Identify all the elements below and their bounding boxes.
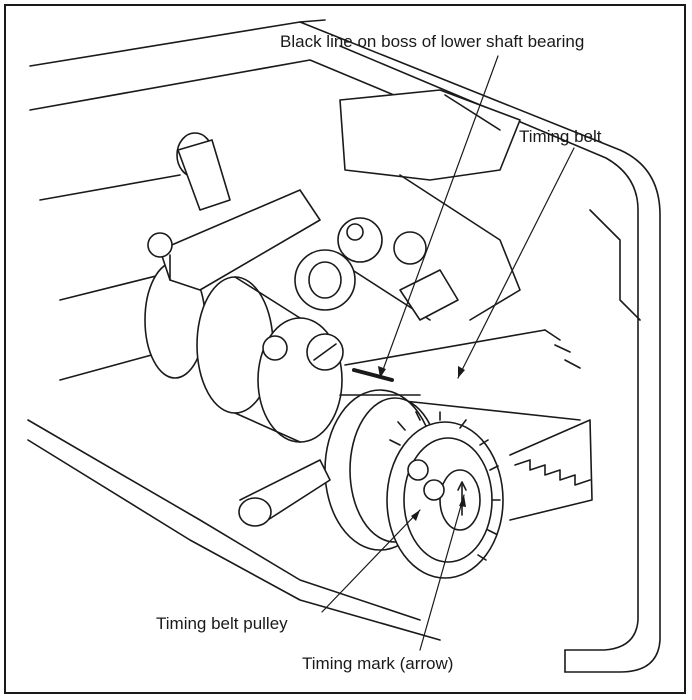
label-timing-belt: Timing belt xyxy=(519,127,602,146)
label-timing-mark: Timing mark (arrow) xyxy=(302,654,454,673)
lever-handle xyxy=(238,459,331,527)
leader-lines xyxy=(321,55,575,651)
pulley-shape xyxy=(386,411,504,579)
bolt-heads xyxy=(262,333,344,371)
lower-shaft xyxy=(59,261,343,443)
machine-casing xyxy=(27,19,661,673)
label-black-line-on-boss: Black line on boss of lower shaft bearin… xyxy=(280,32,585,51)
leader-arrows xyxy=(378,366,466,521)
figure-frame xyxy=(4,4,686,694)
timing-belt-shape xyxy=(344,329,593,521)
connecting-rod xyxy=(294,217,459,321)
black-line-mark xyxy=(352,368,394,382)
label-timing-belt-pulley: Timing belt pulley xyxy=(156,614,288,633)
crank-arm xyxy=(147,132,321,291)
